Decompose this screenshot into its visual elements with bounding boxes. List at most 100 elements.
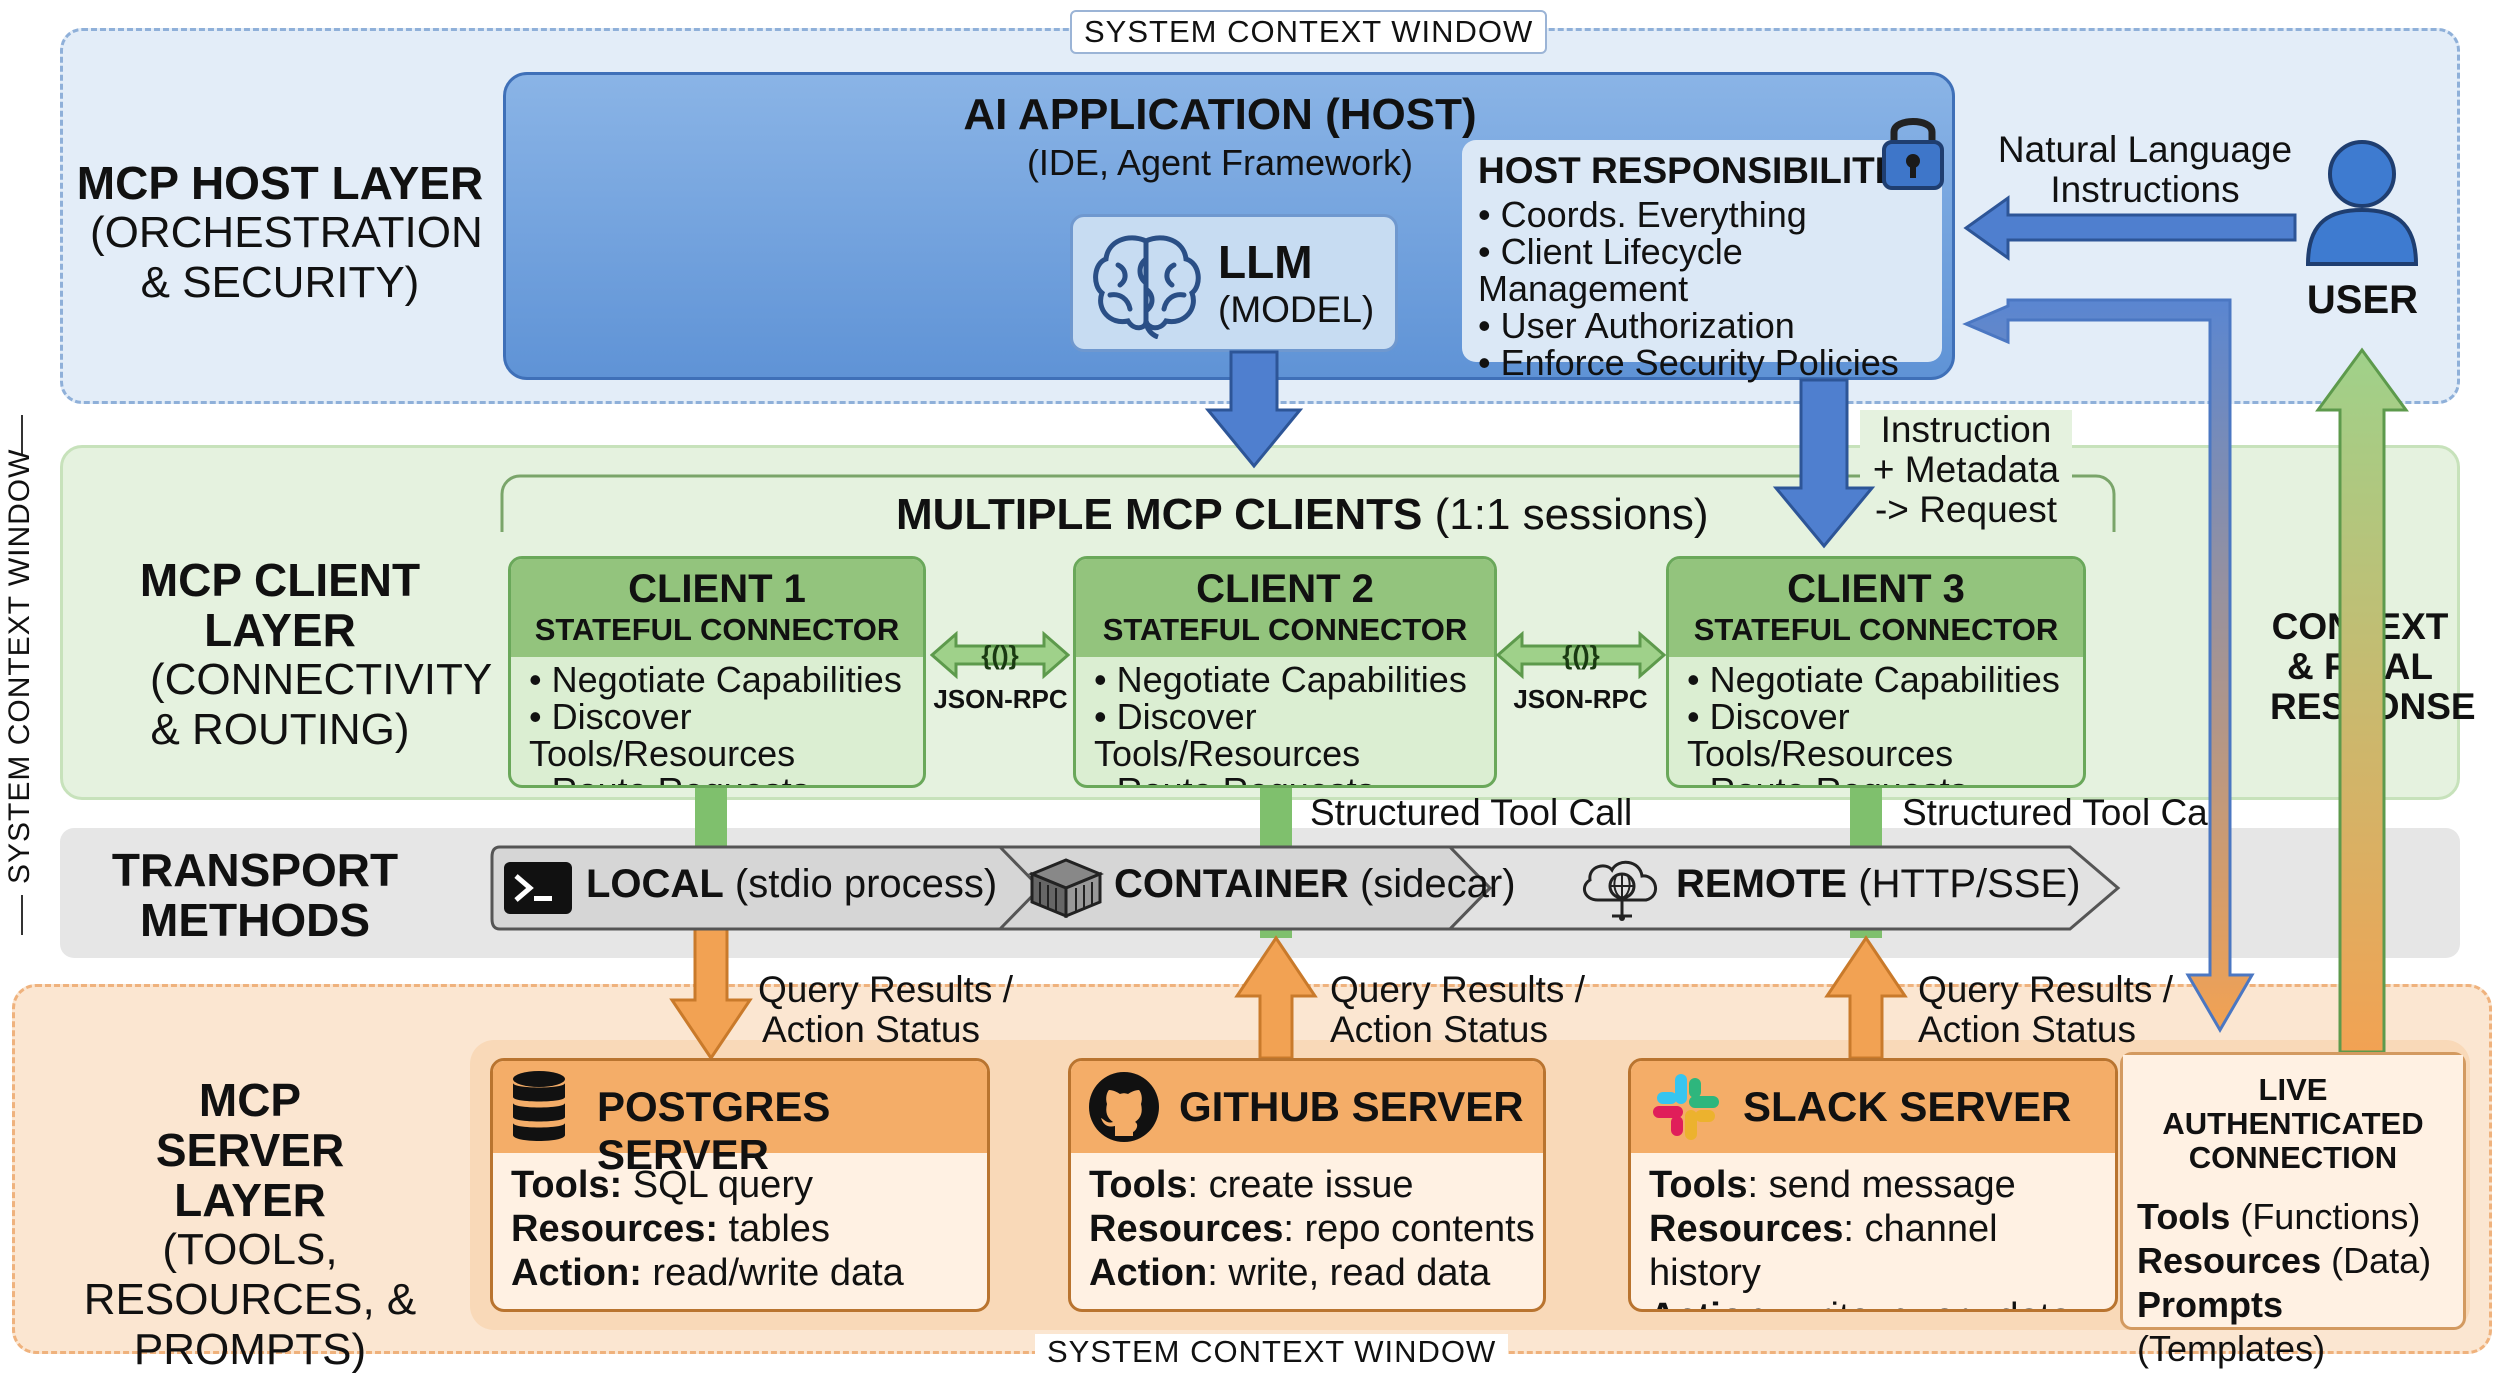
- transport-ribbon: [490, 845, 2121, 931]
- client-layer-title: MCP CLIENT LAYER (CONNECTIVITY & ROUTING…: [60, 555, 500, 755]
- context-final-response-label: CONTEXT & FINAL RESPONSE: [2270, 606, 2476, 727]
- server-line: Tools: SQL query: [511, 1164, 813, 1206]
- jsonrpc-label-2: JSON-RPC: [1513, 684, 1648, 714]
- transport-remote-detail: (HTTP/SSE): [1858, 862, 2081, 906]
- client-1-box: CLIENT 1 STATEFUL CONNECTOR Negotiate Ca…: [508, 556, 926, 788]
- server-line: Action: read/write data: [511, 1252, 904, 1294]
- server-line: Tools: send message: [1649, 1164, 2016, 1206]
- jsonrpc-arrow-2: {()}: [1496, 630, 1666, 680]
- llm-subtitle: (MODEL): [1218, 289, 1375, 330]
- client-title: CLIENT 1: [628, 567, 806, 611]
- svg-text:{()}: {()}: [981, 640, 1019, 670]
- host-responsibilities-title: HOST RESPONSIBILITIES: [1478, 150, 1935, 191]
- host-responsibility-item: User Authorization: [1478, 307, 1942, 344]
- top-frame-label: SYSTEM CONTEXT WINDOW: [1070, 10, 1548, 54]
- host-layer-subtitle: (ORCHESTRATION & SECURITY): [90, 208, 483, 307]
- transport-container-name: CONTAINER: [1114, 862, 1349, 906]
- transport-layer-title-text: TRANSPORT METHODS: [111, 844, 399, 946]
- cloud-network-icon: [1582, 860, 1657, 921]
- llm-box: LLM (MODEL): [1070, 214, 1398, 352]
- transport-remote-name: REMOTE: [1676, 862, 1848, 906]
- slack-icon: [1653, 1074, 1719, 1140]
- server-layer-title-text: MCP SERVER LAYER: [155, 1074, 345, 1226]
- host-responsibility-item: Client Lifecycle Management: [1478, 233, 1942, 307]
- transport-layer-title: TRANSPORT METHODS: [100, 845, 410, 945]
- ai-application-subtitle: (IDE, Agent Framework): [1026, 142, 1414, 183]
- client-title: CLIENT 3: [1787, 567, 1965, 611]
- transport-local-detail: (stdio process): [734, 862, 998, 906]
- github-server-box: GITHUB SERVER Tools: create issue Resour…: [1068, 1058, 1546, 1312]
- client-capability: Discover Tools/Resources: [529, 698, 923, 772]
- server-line: Resources: repo contents: [1089, 1208, 1535, 1250]
- query-label-line: Query Results /: [758, 969, 1013, 1010]
- clients-heading-rest: (1:1 sessions): [1434, 490, 1709, 539]
- lock-icon: [1882, 118, 1944, 190]
- client-layer-title-text: MCP CLIENT LAYER: [139, 554, 421, 656]
- query-label-line: Action Status: [1330, 1009, 1549, 1050]
- side-frame-label-text: SYSTEM CONTEXT WINDOW: [3, 448, 36, 884]
- jsonrpc-label-1: JSON-RPC: [933, 684, 1068, 714]
- live-connection-line: Resources (Data): [2137, 1240, 2432, 1281]
- query-label-line: Action Status: [1918, 1009, 2137, 1050]
- live-connection-line: Tools (Functions): [2137, 1196, 2421, 1237]
- user-label: USER: [2306, 278, 2419, 322]
- server-title: GITHUB SERVER: [1179, 1083, 1524, 1130]
- postgres-server-box: POSTGRES SERVER Tools: SQL query Resourc…: [490, 1058, 990, 1312]
- live-connection-title: LIVE AUTHENTICATED CONNECTION: [2123, 1055, 2463, 1175]
- client-capability: Route Requests: [1094, 772, 1494, 785]
- client-layer-subtitle: (CONNECTIVITY & ROUTING): [150, 655, 493, 754]
- client-3-box: CLIENT 3 STATEFUL CONNECTOR Negotiate Ca…: [1666, 556, 2086, 788]
- host-responsibility-item: Enforce Security Policies: [1478, 344, 1942, 381]
- client-subtitle: STATEFUL CONNECTOR: [1693, 612, 2059, 647]
- clients-heading-bold: MULTIPLE MCP CLIENTS: [896, 490, 1423, 539]
- transport-container: CONTAINER (sidecar): [1114, 862, 1516, 907]
- client-capability: Route Requests: [529, 772, 923, 785]
- transport-local-name: LOCAL: [586, 862, 724, 906]
- server-line: Resources: tables: [511, 1208, 830, 1250]
- user-icon: [2305, 140, 2419, 266]
- host-responsibility-item: Coords. Everything: [1478, 196, 1942, 233]
- query-results-label-1: Query Results / Action Status: [758, 970, 1013, 1050]
- terminal-icon: [504, 862, 572, 914]
- client-subtitle: STATEFUL CONNECTOR: [1102, 612, 1468, 647]
- host-layer-title-text: MCP HOST LAYER: [76, 157, 484, 209]
- query-label-line: Query Results /: [1330, 969, 1585, 1010]
- instruction-note-line: + Metadata: [1872, 449, 2060, 490]
- host-responsibilities-box: HOST RESPONSIBILITIES Coords. Everything…: [1462, 140, 1942, 381]
- transport-local: LOCAL (stdio process): [586, 862, 997, 907]
- client-capability: Negotiate Capabilities: [529, 661, 923, 698]
- llm-title: LLM: [1218, 236, 1313, 288]
- clients-heading: MULTIPLE MCP CLIENTS (1:1 sessions): [880, 490, 1725, 540]
- side-frame-label: SYSTEM CONTEXT WINDOW: [0, 415, 44, 935]
- host-responsibilities-list: Coords. Everything Client Lifecycle Mana…: [1478, 196, 1942, 381]
- server-title: SLACK SERVER: [1743, 1083, 2072, 1130]
- top-frame-label-text: SYSTEM CONTEXT WINDOW: [1084, 14, 1534, 49]
- query-results-label-2: Query Results / Action Status: [1330, 970, 1585, 1050]
- server-line: Action: write, query data: [1649, 1295, 2115, 1309]
- server-line: Action: write, read data: [1089, 1252, 1491, 1294]
- svg-text:{()}: {()}: [1562, 640, 1600, 670]
- server-title: POSTGRES SERVER: [597, 1083, 831, 1178]
- client-capability: Negotiate Capabilities: [1687, 661, 2083, 698]
- ai-application-title: AI APPLICATION (HOST): [963, 90, 1477, 139]
- client-2-box: CLIENT 2 STATEFUL CONNECTOR Negotiate Ca…: [1073, 556, 1497, 788]
- transport-container-detail: (sidecar): [1359, 862, 1516, 906]
- instruction-note-line: -> Request: [1874, 489, 2058, 530]
- live-connection-line: Prompts (Templates): [2137, 1284, 2326, 1369]
- client-capability: Route Requests: [1687, 772, 2083, 785]
- client-capabilities: Negotiate Capabilities Discover Tools/Re…: [1076, 657, 1494, 785]
- client-capabilities: Negotiate Capabilities Discover Tools/Re…: [511, 657, 923, 785]
- natural-language-label: Natural Language Instructions: [1997, 129, 2293, 210]
- live-connection-box: LIVE AUTHENTICATED CONNECTION Tools (Fun…: [2120, 1052, 2466, 1369]
- transport-remote: REMOTE (HTTP/SSE): [1676, 862, 2080, 907]
- query-results-label-3: Query Results / Action Status: [1918, 970, 2173, 1050]
- database-icon: [513, 1071, 565, 1141]
- jsonrpc-arrow-1: {()}: [930, 630, 1070, 680]
- brain-icon: [1093, 235, 1201, 339]
- server-line: Tools: create issue: [1089, 1164, 1414, 1206]
- query-label-line: Query Results /: [1918, 969, 2173, 1010]
- tool-call-label-2: Structured Tool Call: [1310, 792, 1633, 833]
- client-capability: Discover Tools/Resources: [1094, 698, 1494, 772]
- server-line: Resources: channel history: [1649, 1208, 1998, 1294]
- host-layer-title: MCP HOST LAYER (ORCHESTRATION & SECURITY…: [60, 158, 500, 308]
